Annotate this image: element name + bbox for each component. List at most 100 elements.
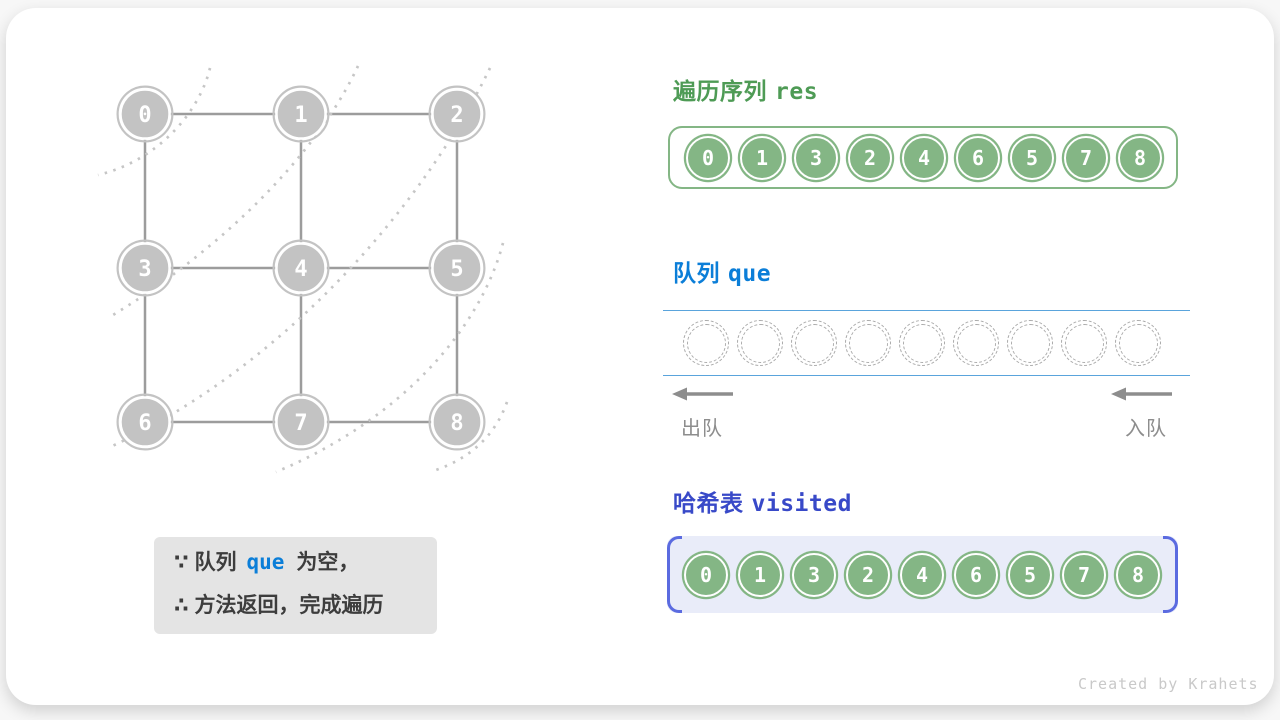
visited-node-cell: 3 [787, 552, 841, 597]
graph-node-label: 4 [294, 257, 307, 282]
graph-node-ring [116, 239, 174, 297]
queue-empty-slot-cell [949, 320, 1003, 366]
res-node: 8 [1118, 135, 1162, 180]
enqueue-arrow-icon [1111, 387, 1172, 401]
res-node: 5 [1010, 135, 1054, 180]
res-node: 1 [740, 135, 784, 180]
visited-node-cell: 0 [679, 552, 733, 597]
res-node: 2 [848, 135, 892, 180]
res-node-cell: 8 [1113, 135, 1167, 180]
visited-node-cell: 5 [1003, 552, 1057, 597]
graph-node-ring [272, 85, 330, 143]
graph-node-label: 1 [294, 103, 307, 128]
graph-node [119, 242, 171, 294]
graph-node-ring [116, 393, 174, 451]
level-separator-arc [275, 242, 505, 474]
visited-title-code: visited [751, 491, 852, 517]
res-node-cell: 5 [1005, 135, 1059, 180]
note-line1-prefix: ∵ 队列 [174, 551, 237, 574]
queue-empty-slot [845, 320, 891, 366]
graph-node-label: 0 [138, 103, 151, 128]
queue-slot-row [679, 311, 1190, 375]
graph-node [431, 396, 483, 448]
visited-node-label: 8 [1131, 562, 1145, 587]
queue-empty-slot [1115, 320, 1161, 366]
res-node: 3 [794, 135, 838, 180]
note-line1-code: que [246, 550, 285, 574]
res-node-label: 7 [1079, 145, 1093, 170]
queue-strip [663, 310, 1190, 376]
queue-empty-slot-cell [1057, 320, 1111, 366]
visited-node-label: 1 [753, 562, 767, 587]
graph-node-label: 2 [450, 103, 463, 128]
visited-node: 8 [1116, 552, 1160, 597]
graph-node [275, 396, 327, 448]
queue-empty-slot-cell [733, 320, 787, 366]
res-node: 0 [686, 135, 730, 180]
res-node-label: 2 [863, 145, 877, 170]
graph-node-label: 3 [138, 257, 151, 282]
graph-node-ring [272, 393, 330, 451]
res-node-cell: 2 [843, 135, 897, 180]
res-node-cell: 6 [951, 135, 1005, 180]
left-bracket-icon [667, 536, 682, 613]
res-node-label: 4 [917, 145, 931, 170]
dequeue-arrow-icon [672, 387, 733, 401]
visited-node: 7 [1062, 552, 1106, 597]
graph-node-ring [428, 393, 486, 451]
visited-node-label: 5 [1023, 562, 1037, 587]
res-node-label: 1 [755, 145, 769, 170]
graph-node [275, 88, 327, 140]
graph-node [119, 88, 171, 140]
visited-node-cell: 8 [1111, 552, 1165, 597]
visited-node-cell: 1 [733, 552, 787, 597]
res-node-cell: 1 [735, 135, 789, 180]
visited-node: 2 [846, 552, 890, 597]
res-node: 7 [1064, 135, 1108, 180]
visited-node: 1 [738, 552, 782, 597]
res-node: 6 [956, 135, 1000, 180]
graph-node [431, 88, 483, 140]
queue-empty-slot-cell [841, 320, 895, 366]
visited-node: 4 [900, 552, 944, 597]
visited-node-label: 7 [1077, 562, 1091, 587]
graph-node [275, 242, 327, 294]
res-node-label: 8 [1133, 145, 1147, 170]
graph-node-ring [272, 239, 330, 297]
visited-node: 3 [792, 552, 836, 597]
graph-node-ring [428, 239, 486, 297]
right-bracket-icon [1163, 536, 1178, 613]
visited-node-cell: 4 [895, 552, 949, 597]
note-line-2: ∴ 方法返回，完成遍历 [174, 594, 384, 617]
res-node-cell: 3 [789, 135, 843, 180]
queue-empty-slot [737, 320, 783, 366]
queue-empty-slot [1061, 320, 1107, 366]
graph-node [119, 396, 171, 448]
graph-node-ring [428, 85, 486, 143]
graph-node-label: 7 [294, 411, 307, 436]
queue-empty-slot [791, 320, 837, 366]
visited-node-label: 2 [861, 562, 875, 587]
visited-node-label: 4 [915, 562, 929, 587]
queue-empty-slot-cell [787, 320, 841, 366]
visited-node-cell: 7 [1057, 552, 1111, 597]
res-node-label: 6 [971, 145, 985, 170]
enqueue-label: 入队 [1125, 418, 1167, 440]
queue-empty-slot [683, 320, 729, 366]
level-separator-arc [435, 401, 509, 472]
visited-node-label: 3 [807, 562, 821, 587]
queue-empty-slot [899, 320, 945, 366]
visited-node: 0 [684, 552, 728, 597]
graph-node-label: 5 [450, 257, 463, 282]
queue-empty-slot-cell [1003, 320, 1057, 366]
visited-node: 5 [1008, 552, 1052, 597]
